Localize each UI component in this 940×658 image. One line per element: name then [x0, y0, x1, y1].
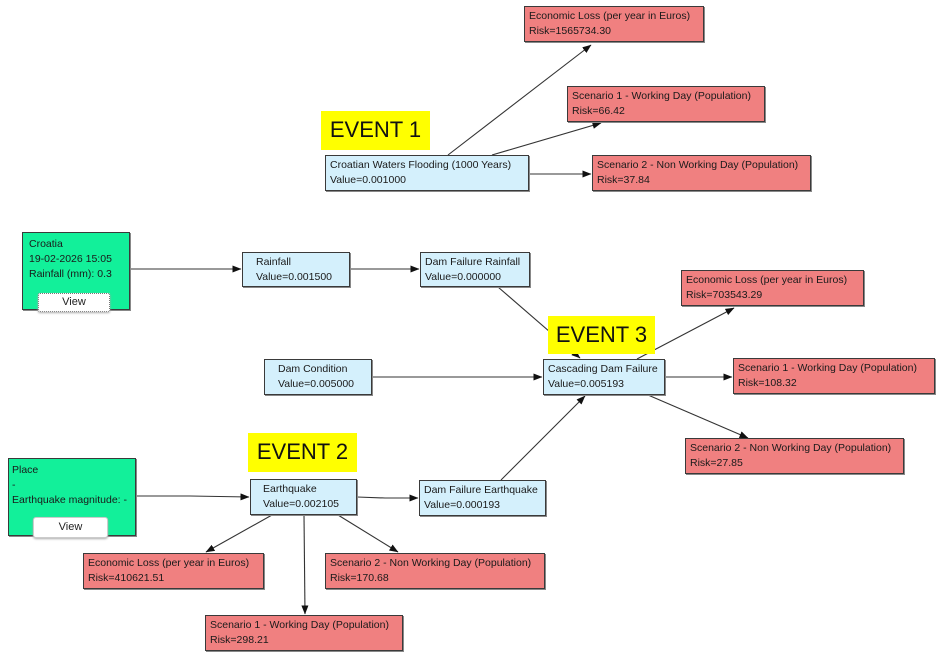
outcome-e1-scenario-2[interactable]: Scenario 2 - Non Working Day (Population…	[592, 155, 811, 191]
outcome-title: Scenario 1 - Working Day (Population)	[738, 362, 917, 374]
node-value: Value=0.000193	[424, 499, 501, 511]
outcome-risk: Risk=410621.51	[88, 572, 165, 584]
node-dam-failure-rainfall[interactable]: Dam Failure Rainfall Value=0.000000	[420, 252, 530, 287]
outcome-risk: Risk=1565734.30	[529, 25, 612, 37]
node-dam-condition[interactable]: Dam Condition Value=0.005000	[264, 359, 372, 395]
edge-flooding-to-e1-econ	[447, 44, 592, 156]
source-location: Croatia	[29, 238, 63, 250]
outcome-risk: Risk=27.85	[690, 457, 743, 469]
node-croatian-waters-flooding[interactable]: Croatian Waters Flooding (1000 Years) Va…	[325, 155, 529, 191]
node-value: Value=0.001500	[256, 271, 333, 283]
edge-cascading-to-e3-scen2	[647, 394, 749, 439]
view-button-croatia[interactable]: View	[38, 293, 110, 312]
edge-earthquake-to-dam-failure-earthquake	[356, 494, 419, 502]
node-dam-failure-earthquake[interactable]: Dam Failure Earthquake Value=0.000193	[419, 480, 546, 516]
source-place-value: -	[12, 479, 16, 491]
outcome-e2-economic-loss[interactable]: Economic Loss (per year in Euros) Risk=4…	[83, 553, 264, 589]
edge-place-to-earthquake	[136, 493, 250, 501]
outcome-e2-scenario-1[interactable]: Scenario 1 - Working Day (Population) Ri…	[205, 615, 403, 651]
outcome-e1-scenario-1[interactable]: Scenario 1 - Working Day (Population) Ri…	[567, 86, 765, 122]
event-2-label: EVENT 2	[248, 433, 357, 472]
edge-flooding-to-e1-scen1	[491, 122, 602, 156]
node-title: Dam Condition	[278, 363, 348, 375]
outcome-e2-scenario-2[interactable]: Scenario 2 - Non Working Day (Population…	[325, 553, 545, 589]
edge-dam-failure-earthquake-to-cascading	[500, 395, 586, 481]
outcome-risk: Risk=298.21	[210, 634, 269, 646]
outcome-risk: Risk=703543.29	[686, 289, 763, 301]
event-1-label: EVENT 1	[321, 111, 430, 150]
node-earthquake[interactable]: Earthquake Value=0.002105	[250, 479, 357, 515]
outcome-title: Scenario 1 - Working Day (Population)	[572, 90, 751, 102]
outcome-risk: Risk=170.68	[330, 572, 389, 584]
node-title: Dam Failure Rainfall	[425, 256, 521, 268]
outcome-risk: Risk=108.32	[738, 377, 797, 389]
edge-earthquake-to-e2-scen2	[337, 514, 399, 553]
outcome-e3-economic-loss[interactable]: Economic Loss (per year in Euros) Risk=7…	[681, 270, 864, 306]
source-rainfall: Rainfall (mm): 0.3	[29, 268, 112, 280]
outcome-e3-scenario-2[interactable]: Scenario 2 - Non Working Day (Population…	[685, 438, 904, 474]
node-title: Cascading Dam Failure	[548, 363, 658, 375]
outcome-risk: Risk=66.42	[572, 105, 625, 117]
view-button-place[interactable]: View	[33, 517, 108, 538]
outcome-title: Economic Loss (per year in Euros)	[529, 10, 691, 22]
outcome-title: Economic Loss (per year in Euros)	[88, 557, 250, 569]
node-value: Value=0.005000	[278, 378, 355, 390]
outcome-title: Scenario 2 - Non Working Day (Population…	[597, 159, 799, 171]
source-timestamp: 19-02-2026 15:05	[29, 253, 112, 265]
edge-earthquake-to-e2-econ	[205, 514, 273, 553]
node-value: Value=0.005193	[548, 378, 625, 390]
node-value: Value=0.002105	[263, 498, 340, 510]
outcome-risk: Risk=37.84	[597, 174, 650, 186]
node-value: Value=0.001000	[330, 174, 407, 186]
node-value: Value=0.000000	[425, 271, 502, 283]
source-croatia-rainfall[interactable]: Croatia 19-02-2026 15:05 Rainfall (mm): …	[22, 232, 130, 310]
outcome-title: Scenario 2 - Non Working Day (Population…	[330, 557, 532, 569]
node-rainfall[interactable]: Rainfall Value=0.001500	[242, 252, 350, 287]
outcome-e1-economic-loss[interactable]: Economic Loss (per year in Euros) Risk=1…	[524, 6, 704, 42]
node-cascading-dam-failure[interactable]: Cascading Dam Failure Value=0.005193	[543, 359, 665, 395]
node-title: Rainfall	[256, 256, 292, 268]
source-place: Place	[12, 464, 39, 476]
node-title: Croatian Waters Flooding (1000 Years)	[330, 159, 512, 171]
outcome-title: Scenario 1 - Working Day (Population)	[210, 619, 389, 631]
event-3-label: EVENT 3	[548, 316, 655, 354]
edge-earthquake-to-e2-scen1	[301, 514, 309, 615]
node-title: Earthquake	[263, 483, 317, 495]
outcome-title: Scenario 2 - Non Working Day (Population…	[690, 442, 892, 454]
node-title: Dam Failure Earthquake	[424, 484, 538, 496]
outcome-title: Economic Loss (per year in Euros)	[686, 274, 848, 286]
outcome-e3-scenario-1[interactable]: Scenario 1 - Working Day (Population) Ri…	[733, 358, 935, 394]
source-earthquake-magnitude: Earthquake magnitude: -	[12, 494, 127, 506]
